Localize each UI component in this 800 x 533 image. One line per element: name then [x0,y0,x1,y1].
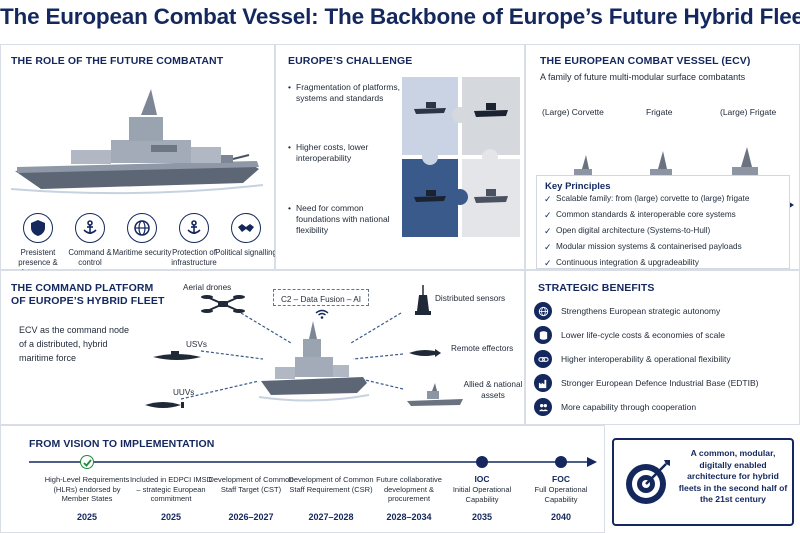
milestone-caption: Included in EDPCI IMSD – strategic Europ… [129,475,213,503]
allied-label: Allied & national assets [463,380,523,400]
challenge-panel: EUROPE’S CHALLENGE Fragmentation of plat… [275,44,525,270]
anchor-icon [179,213,209,243]
milestone-caption: Development of Common Staff Target (CST) [208,475,294,494]
drone-label: Aerial drones [183,283,232,292]
key-principles-heading: Key Principles [545,181,611,192]
milestone-node [555,456,567,468]
milestone-year: 2026–2027 [228,512,274,522]
command-description: ECV as the command node of a distributed… [19,325,130,363]
benefit-item: Lower life-cycle costs & economies of sc… [534,323,796,347]
role-heading: THE ROLE OF THE FUTURE COMBATANT [11,55,224,67]
allied-ships-icon [407,383,463,406]
shield-icon [23,213,53,243]
milestone-caption: Initial Operational Capability [452,485,512,504]
network-links [180,312,404,400]
handshake-icon [231,213,261,243]
benefits-heading: STRATEGIC BENEFITS [538,282,655,294]
milestone-node-done [80,455,94,469]
globe-icon [127,213,157,243]
target-icon [626,460,670,504]
puzzle-illustration [402,77,520,237]
role-panel: THE ROLE OF THE FUTURE COMBATANT Presist… [0,44,277,277]
check-icon: ✓ [544,194,552,204]
milestone-year: 2035 [471,512,493,522]
callout-text: A common, modular, digitally enabled arc… [678,448,788,504]
sensors-label: Distributed sensors [435,294,506,303]
drone-icon [201,295,245,313]
c2-label: C2 – Data Fusion – AI [280,295,362,304]
warship-illustration [11,89,263,195]
role-caption: Maritime security [112,248,172,257]
principle-item: ✓Continuous integration & upgradeability [544,255,794,271]
challenge-heading: EUROPE’S CHALLENGE [288,55,413,67]
coins-icon [534,326,552,344]
benefit-item: Strengthens European strategic autonomy [534,299,796,323]
role-caption: Protection of infrastructure [171,248,217,267]
milestone-label: FOC [552,474,570,484]
check-icon: ✓ [544,258,552,268]
sensor-buoy-icon [415,285,431,315]
benefit-item: Stronger European Defence Industrial Bas… [534,371,796,395]
milestone-label: IOC [474,474,490,484]
benefits-list: Strengthens European strategic autonomy … [534,299,796,419]
ecv-subtitle: A family of future multi-modular surface… [540,72,746,82]
milestone-caption: Future collaborative development & procu… [376,475,442,503]
milestone-year: 2025 [160,512,182,522]
milestone-caption: Development of Common Staff Requirement … [288,475,374,494]
c2-label-box: C2 – Data Fusion – AI [273,289,369,306]
role-caption: Political signalling [215,248,277,257]
milestone-caption: Full Operational Capability [534,485,588,504]
check-icon: ✓ [544,226,552,236]
command-heading-line1: THE COMMAND PLATFORM [11,282,154,294]
role-caption: Command & control [68,248,112,267]
milestone-year: 2027–2028 [308,512,354,522]
timeline-axis [29,457,597,467]
check-icon [82,458,92,467]
milestone-year: 2025 [76,512,98,522]
benefit-item: More capability through cooperation [534,395,796,419]
key-principles-box: Key Principles [536,175,790,269]
uuv-label: UUVs [173,388,195,397]
link-icon [534,350,552,368]
challenge-bullet: Higher costs, lower interoperability [288,142,400,164]
command-heading-line2: OF EUROPE’S HYBRID FLEET [11,295,165,307]
usv-icon [153,351,201,360]
people-icon [534,398,552,416]
page-title: The European Combat Vessel: The Backbone… [0,4,800,29]
command-panel: THE COMMAND PLATFORM OF EUROPE’S HYBRID … [0,270,525,425]
globe-icon [534,302,552,320]
check-icon: ✓ [544,242,552,252]
command-ship-illustration [259,321,369,402]
callout-box: A common, modular, digitally enabled arc… [612,438,794,526]
key-principles-list: ✓Scalable family: from (large) corvette … [544,191,794,271]
benefits-panel: STRATEGIC BENEFITS Strengthens European … [525,270,800,425]
principle-item: ✓Open digital architecture (Systems-to-H… [544,223,794,239]
role-icons: Presistent presence & deterrence Command… [7,213,277,277]
challenge-bullet: Fragmentation of platforms, systems and … [288,82,400,104]
timeline-heading: FROM VISION TO IMPLEMENTATION [29,438,215,450]
wifi-icon [315,309,329,319]
factory-icon [534,374,552,392]
ecv-panel: THE EUROPEAN COMBAT VESSEL (ECV) A famil… [525,44,800,270]
principle-item: ✓Modular mission systems & containerised… [544,239,794,255]
challenge-bullet: Need for common foundations with nationa… [288,203,400,236]
milestone-year: 2028–2034 [386,512,432,522]
principle-item: ✓Common standards & interoperable core s… [544,207,794,223]
benefit-item: Higher interoperability & operational fl… [534,347,796,371]
anchor-icon [75,213,105,243]
timeline-panel: FROM VISION TO IMPLEMENTATION High-Level… [0,425,605,533]
ship-label-corvette: (Large) Corvette [542,107,604,117]
ship-label-large-frigate: (Large) Frigate [720,107,777,117]
check-icon: ✓ [544,210,552,220]
milestone-node [476,456,488,468]
effectors-label: Remote effectors [451,344,514,353]
milestone-year: 2040 [550,512,572,522]
uuv-icon [145,402,184,408]
usv-label: USVs [186,340,207,349]
ship-label-frigate: Frigate [646,107,673,117]
ecv-heading: THE EUROPEAN COMBAT VESSEL (ECV) [540,55,751,67]
milestone-caption: High-Level Requirements (HLRs) endorsed … [44,475,130,503]
remote-effector-icon [409,349,441,357]
principle-item: ✓Scalable family: from (large) corvette … [544,191,794,207]
